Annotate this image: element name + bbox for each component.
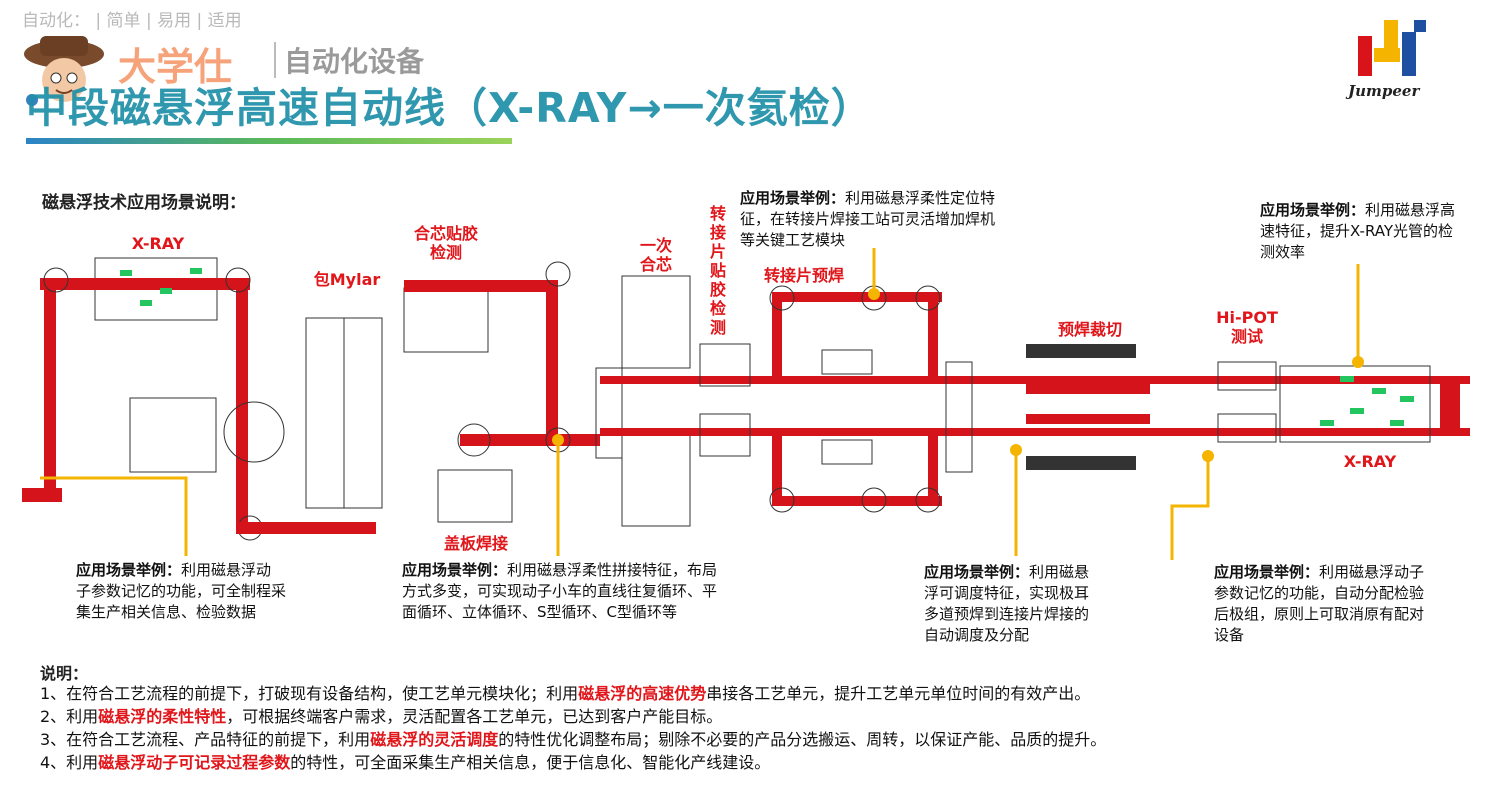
page-title: 中段磁悬浮高速自动线（X-RAY→一次氦检） bbox=[26, 84, 873, 132]
note-line-3: 3、在符合工艺流程、产品特征的前提下，利用磁悬浮的灵活调度的特性优化调整布局；剔… bbox=[40, 728, 1106, 751]
label-xray-right: X-RAY bbox=[1343, 452, 1397, 471]
callout-text: 利用磁悬浮可调度特征，实现极耳多道预焊到连接片焊接的自动调度及分配 bbox=[924, 563, 1090, 644]
label-cover-weld: 盖板焊接 bbox=[443, 534, 508, 553]
note-highlight: 磁悬浮的灵活调度 bbox=[370, 730, 499, 749]
label-core-tape: 合芯贴胶 检测 bbox=[413, 224, 478, 262]
callout-text: 利用磁悬浮动子参数记忆的功能，自动分配检验后极组，原则上可取消原有配对设备 bbox=[1214, 563, 1425, 644]
label-xray-left: X-RAY bbox=[131, 234, 185, 253]
callout-lead: 应用场景举例： bbox=[924, 563, 1030, 581]
watermark-tags: 自动化： | 简单 | 易用 | 适用 bbox=[22, 11, 242, 31]
note-line-2: 2、利用磁悬浮的柔性特性，可根据终端客户需求，灵活配置各工艺单元，已达到客户产能… bbox=[40, 705, 722, 728]
brand-divider bbox=[274, 42, 276, 78]
callout-text: 利用磁悬浮柔性拼接特征，布局方式多变，可实现动子小车的直线往复循环、平面循环、立… bbox=[402, 561, 718, 621]
callout-lead: 应用场景举例： bbox=[402, 561, 508, 579]
diagram-section-title: 磁悬浮技术应用场景说明： bbox=[42, 193, 246, 213]
note-text: 1、在符合工艺流程的前提下，打破现有设备结构，使工艺单元模块化；利用 bbox=[40, 684, 579, 703]
callout-lead: 应用场景举例： bbox=[1260, 201, 1366, 219]
callout-text: 利用磁悬浮柔性定位特征，在转接片焊接工站可灵活增加焊机等关键工艺模块 bbox=[740, 189, 996, 249]
label-mylar: 包Mylar bbox=[313, 270, 381, 289]
label-hipot: Hi-POT 测试 bbox=[1216, 308, 1278, 346]
note-highlight: 磁悬浮的高速优势 bbox=[578, 684, 707, 703]
callout-lead: 应用场景举例： bbox=[1214, 563, 1320, 581]
note-line-1: 1、在符合工艺流程的前提下，打破现有设备结构，使工艺单元模块化；利用磁悬浮的高速… bbox=[40, 682, 1090, 705]
brand-name: 大学仕 bbox=[118, 45, 233, 89]
callout-text: 利用磁悬浮高速特征，提升X-RAY光管的检测效率 bbox=[1260, 201, 1456, 261]
note-text: 的特性，可全面采集生产相关信息，便于信息化、智能化产线建设。 bbox=[290, 753, 771, 772]
note-text: 4、利用 bbox=[40, 753, 99, 772]
note-line-4: 4、利用磁悬浮动子可记录过程参数的特性，可全面采集生产相关信息，便于信息化、智能… bbox=[40, 751, 770, 774]
note-text: ，可根据终端客户需求，灵活配置各工艺单元，已达到客户产能目标。 bbox=[226, 707, 723, 726]
label-tab-tape: 转 接 片 贴 胶 检 测 bbox=[709, 204, 726, 337]
label-tab-preweld: 转接片预焊 bbox=[763, 266, 844, 285]
note-text: 3、在符合工艺流程、产品特征的前提下，利用 bbox=[40, 730, 371, 749]
note-text: 的特性优化调整布局；剔除不必要的产品分选搬运、周转，以保证产能、品质的提升。 bbox=[498, 730, 1107, 749]
callout-lead: 应用场景举例： bbox=[740, 189, 846, 207]
jumpeer-logo-icon bbox=[1356, 18, 1428, 80]
production-line-layout bbox=[22, 248, 1470, 560]
callout-param-memory: 应用场景举例：利用磁悬浮动子参数记忆的功能，可全制程采集生产相关信息、检验数据 bbox=[76, 560, 286, 623]
mascot-image bbox=[18, 30, 110, 112]
callout-flexible-splice: 应用场景举例：利用磁悬浮柔性拼接特征，布局方式多变，可实现动子小车的直线往复循环… bbox=[402, 560, 720, 623]
note-highlight: 磁悬浮的柔性特性 bbox=[98, 707, 227, 726]
callout-lead: 应用场景举例： bbox=[76, 561, 182, 579]
callout-dispatch: 应用场景举例：利用磁悬浮可调度特征，实现极耳多道预焊到连接片焊接的自动调度及分配 bbox=[924, 562, 1100, 646]
note-text: 2、利用 bbox=[40, 707, 99, 726]
notes-heading: 说明： bbox=[40, 664, 89, 683]
title-underline bbox=[26, 138, 512, 144]
note-highlight: 磁悬浮动子可记录过程参数 bbox=[98, 753, 291, 772]
logo-text: Jumpeer bbox=[1348, 82, 1420, 100]
callout-tab-weld: 应用场景举例：利用磁悬浮柔性定位特征，在转接片焊接工站可灵活增加焊机等关键工艺模… bbox=[740, 188, 1002, 251]
callout-auto-group: 应用场景举例：利用磁悬浮动子参数记忆的功能，自动分配检验后极组，原则上可取消原有… bbox=[1214, 562, 1426, 646]
note-text: 串接各工艺单元，提升工艺单元单位时间的有效产出。 bbox=[706, 684, 1091, 703]
callout-text: 利用磁悬浮动子参数记忆的功能，可全制程采集生产相关信息、检验数据 bbox=[76, 561, 287, 621]
label-preweld-cut: 预焊裁切 bbox=[1057, 320, 1122, 339]
brand-subtitle: 自动化设备 bbox=[284, 45, 425, 78]
label-first-core: 一次 合芯 bbox=[639, 236, 672, 274]
callout-xray-speed: 应用场景举例：利用磁悬浮高速特征，提升X-RAY光管的检测效率 bbox=[1260, 200, 1456, 263]
